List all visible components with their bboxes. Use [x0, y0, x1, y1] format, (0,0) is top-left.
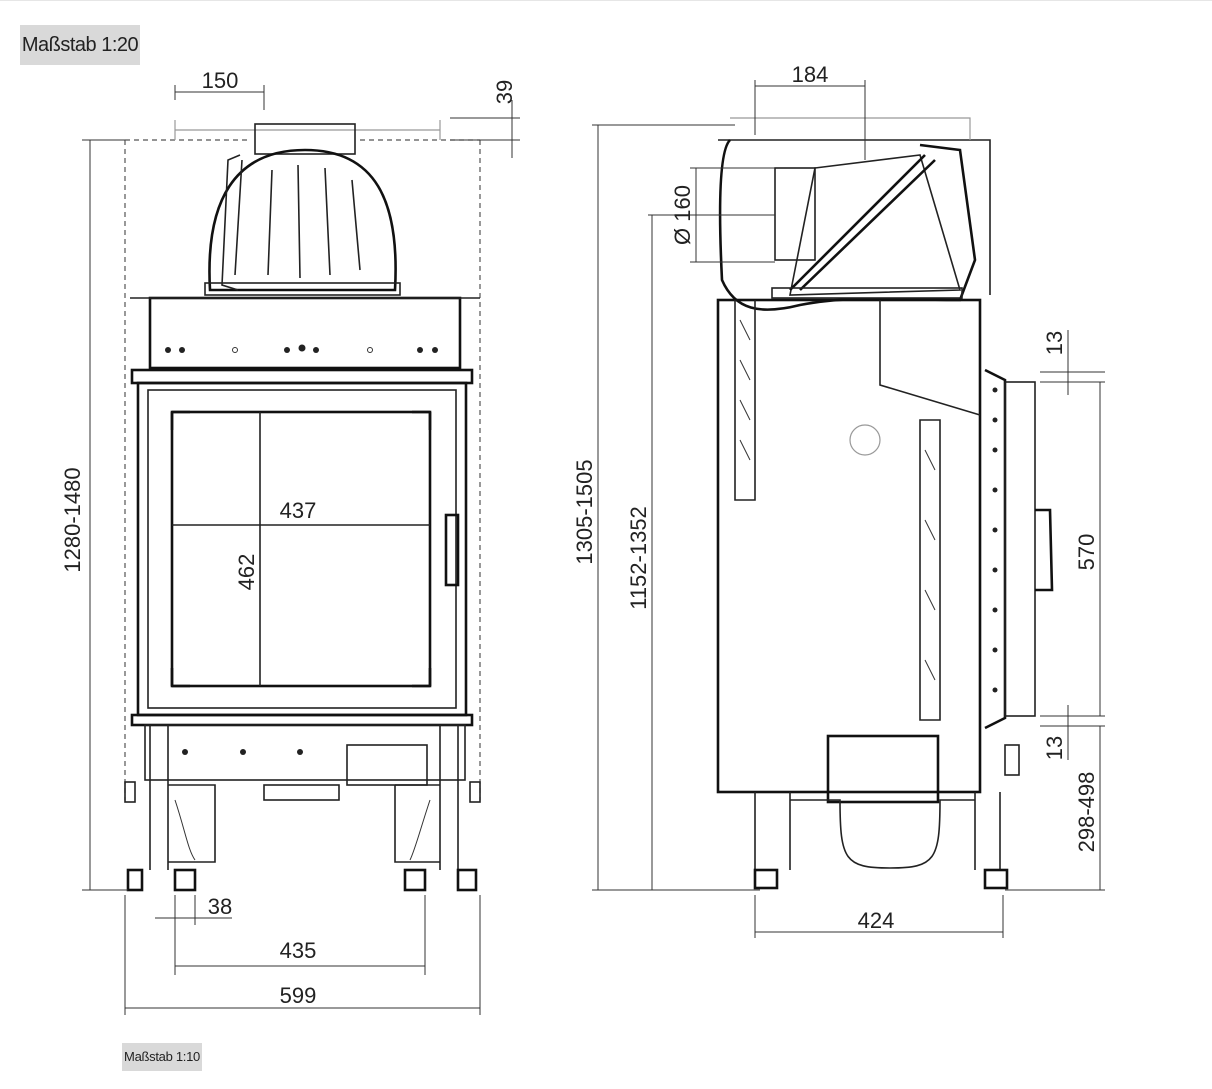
dim-overall-width: 599	[280, 983, 317, 1008]
front-view	[124, 120, 481, 892]
dim-front-overall-height: 1280-1480	[60, 467, 85, 572]
side-body	[716, 298, 982, 794]
dim-door-bottom-gap: 13	[1042, 736, 1067, 760]
dim-outlet-offset: 184	[792, 62, 829, 87]
dim-top-offset: 39	[492, 80, 517, 104]
dim-flue-diameter: Ø 160	[670, 185, 695, 245]
scale-label-top: Maßstab 1:20	[20, 25, 140, 65]
glass-panel	[170, 410, 432, 688]
dim-side-overall-height: 1305-1505	[572, 459, 597, 564]
upper-header	[148, 296, 462, 370]
dim-glass-height: 462	[234, 554, 259, 591]
convection-dome	[208, 148, 397, 292]
top-border	[0, 0, 1212, 1]
dim-flue-height: 1152-1352	[626, 506, 651, 610]
dim-top-outlet-width: 150	[202, 68, 239, 93]
door-hinge-dots	[992, 387, 998, 693]
front-dimensions	[82, 85, 520, 1015]
firebox-door	[136, 381, 468, 717]
door-handle	[444, 513, 460, 587]
dim-glass-width: 437	[280, 498, 317, 523]
dim-leg-width: 38	[208, 894, 232, 919]
dim-door-top-gap: 13	[1042, 331, 1067, 355]
scale-label-bottom: Maßstab 1:10	[122, 1043, 202, 1071]
side-dimensions	[592, 80, 1105, 938]
dim-leg-spacing: 435	[280, 938, 317, 963]
side-view	[690, 117, 1054, 890]
dim-base-height: 298-498	[1074, 772, 1099, 853]
header-bolts	[165, 344, 438, 353]
dim-depth: 424	[858, 908, 895, 933]
dim-door-height: 570	[1074, 534, 1099, 571]
